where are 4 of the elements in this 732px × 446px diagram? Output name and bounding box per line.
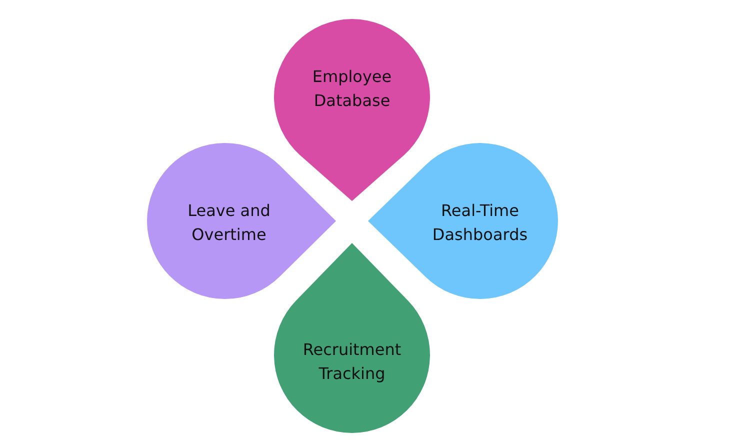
node-label: Employee Database [311,66,393,112]
node-label: Recruitment Tracking [302,339,402,385]
node-label: Real-Time Dashboards [431,200,529,246]
node-label: Leave and Overtime [186,200,272,246]
